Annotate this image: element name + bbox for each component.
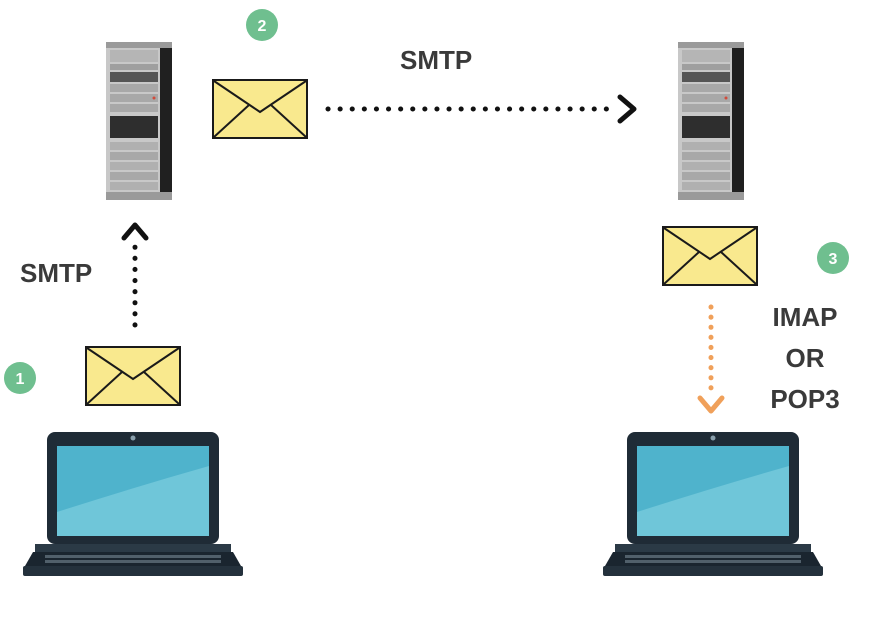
step-number-3: 3 <box>829 251 838 268</box>
recipient-mail-server-icon <box>678 42 744 200</box>
arrow-server-to-server <box>325 94 637 124</box>
step-badge-1: 1 <box>4 362 36 394</box>
step-badge-3: 3 <box>817 242 849 274</box>
step-badge-2: 2 <box>246 9 278 41</box>
step-number-1: 1 <box>16 371 25 388</box>
smtp-label-servers: SMTP <box>400 45 472 75</box>
recipient-laptop-icon <box>603 432 823 576</box>
retrieval-label-pop3: POP3 <box>770 384 839 414</box>
retrieval-label-or: OR <box>786 343 825 373</box>
envelope-icon-sender <box>85 346 181 406</box>
envelope-icon-recipient-server <box>662 226 758 286</box>
step-number-2: 2 <box>258 18 267 35</box>
smtp-label-client: SMTP <box>20 258 92 288</box>
sender-mail-server-icon <box>106 42 172 200</box>
retrieval-label-imap: IMAP <box>773 302 838 332</box>
arrow-server-to-recipient <box>697 304 725 414</box>
arrow-client-to-server <box>121 222 149 328</box>
sender-laptop-icon <box>23 432 243 576</box>
envelope-icon-server-transfer <box>212 79 308 139</box>
